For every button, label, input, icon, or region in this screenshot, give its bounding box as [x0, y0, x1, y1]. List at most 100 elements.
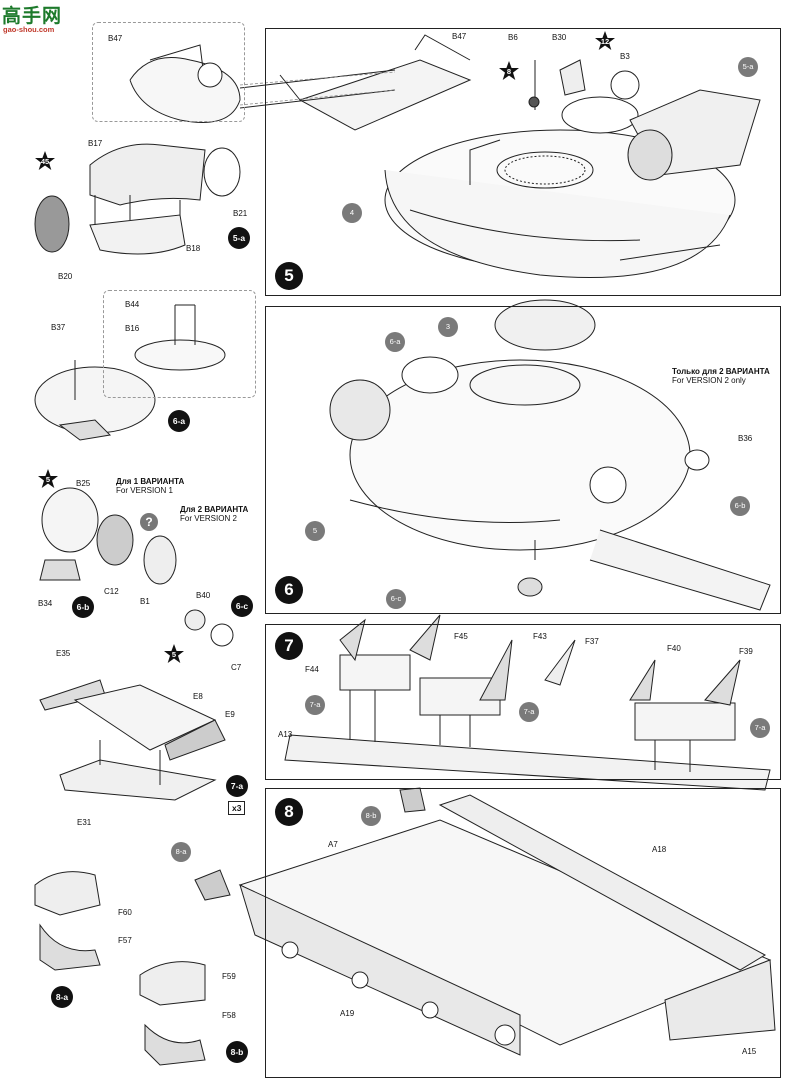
- callout-6c: 6-c: [386, 589, 406, 609]
- subassembly-badge-8a: 8-a: [51, 986, 73, 1008]
- part-label-B34: B34: [38, 599, 53, 608]
- part-label-F60: F60: [118, 908, 132, 917]
- callout-7a-right: 7-a: [750, 718, 770, 738]
- part-label-C12: C12: [104, 587, 119, 596]
- part-label-F40: F40: [667, 644, 681, 653]
- subassembly-6c-drawing: [184, 609, 234, 647]
- callout-7a-left: 7-a: [305, 695, 325, 715]
- part-label-B40: B40: [196, 591, 211, 600]
- subassembly-6a-drawing: [34, 304, 226, 441]
- part-label-F45: F45: [454, 632, 468, 641]
- step6-panel: [265, 306, 781, 614]
- callout-5a: 5-a: [738, 57, 758, 77]
- part-label-F59: F59: [222, 972, 236, 981]
- watermark-url: gao-shou.com: [3, 25, 55, 34]
- part-label-F57: F57: [118, 936, 132, 945]
- subassembly-8ab-drawing: [34, 871, 206, 1066]
- step6-turret-drawing: [329, 299, 771, 611]
- part-label-E35: E35: [56, 649, 71, 658]
- version1-note: Для 1 ВАРИАНТА For VERSION 1: [116, 477, 184, 495]
- part-label-E8: E8: [193, 692, 203, 701]
- part-label-F58: F58: [222, 1011, 236, 1020]
- star-marker-45-label: 45: [40, 157, 50, 166]
- part-label-A7: A7: [328, 840, 338, 849]
- step-number-6: 6: [275, 576, 303, 604]
- step-number-5: 5: [275, 262, 303, 290]
- callout-5: 5: [305, 521, 325, 541]
- part-label-B3: B3: [620, 52, 630, 61]
- part-label-A15: A15: [742, 1047, 757, 1056]
- step7-drawing: [284, 614, 771, 791]
- part-label-B44: B44: [125, 300, 140, 309]
- subassembly-5a-drawing: [34, 143, 241, 255]
- part-label-B21: B21: [233, 209, 248, 218]
- version2-en: For VERSION 2: [180, 514, 237, 523]
- multiplier-badge: x3: [228, 801, 246, 815]
- subassembly-badge-6c: 6-c: [231, 595, 253, 617]
- star-marker-5-upper-label: 5: [45, 475, 51, 484]
- step-number-8: 8: [275, 798, 303, 826]
- part-label-B25: B25: [76, 479, 91, 488]
- step5-turret-drawing: [279, 34, 761, 278]
- subassembly-badge-8b: 8-b: [226, 1041, 248, 1063]
- site-watermark-logo: 高手网 gao-shou.com: [0, 0, 78, 38]
- star-marker-45: 45: [34, 150, 56, 172]
- part-label-B1: B1: [140, 597, 150, 606]
- step-number-7: 7: [275, 632, 303, 660]
- star-marker-8-label: 8: [506, 67, 512, 76]
- subassembly-7a-drawing: [39, 679, 226, 801]
- part-label-F39: F39: [739, 647, 753, 656]
- star-marker-5-upper: 5: [37, 468, 59, 490]
- subassembly-badge-5a: 5-a: [228, 227, 250, 249]
- part-label-F43: F43: [533, 632, 547, 641]
- callout-4: 4: [342, 203, 362, 223]
- step6a-detail-inset: [103, 290, 256, 398]
- step5-detail-inset: [92, 22, 245, 122]
- part-label-B20: B20: [58, 272, 73, 281]
- version1-en: For VERSION 1: [116, 486, 173, 495]
- step5-panel: [265, 28, 781, 296]
- step8-panel: [265, 788, 781, 1078]
- part-label-A19: A19: [340, 1009, 355, 1018]
- callout-8a: 8-a: [171, 842, 191, 862]
- part-label-F37: F37: [585, 637, 599, 646]
- subassembly-6b-drawing: [39, 487, 177, 585]
- part-label-B30: B30: [552, 33, 567, 42]
- callout-6a: 6-a: [385, 332, 405, 352]
- part-label-B47-inset: B47: [108, 34, 123, 43]
- star-marker-8: 8: [498, 60, 520, 82]
- star-marker-12-label: 12: [600, 37, 610, 46]
- watermark-site-name: 高手网: [2, 5, 63, 27]
- part-label-B18: B18: [186, 244, 201, 253]
- version2-note: Для 2 ВАРИАНТА For VERSION 2: [180, 505, 248, 523]
- callout-7a-middle: 7-a: [519, 702, 539, 722]
- version2-ru: Для 2 ВАРИАНТА: [180, 505, 249, 514]
- callout-6b: 6-b: [730, 496, 750, 516]
- subassembly-badge-7a: 7-a: [226, 775, 248, 797]
- part-label-C7: C7: [231, 663, 242, 672]
- step7-panel: [265, 624, 781, 780]
- callout-3: 3: [438, 317, 458, 337]
- part-label-B37: B37: [51, 323, 66, 332]
- part-label-F44: F44: [305, 665, 319, 674]
- version2only-ru: Только для 2 ВАРИАНТА: [672, 367, 770, 376]
- version2only-note: Только для 2 ВАРИАНТА For VERSION 2 only: [672, 367, 770, 385]
- star-marker-5-lower-label: 5: [171, 650, 177, 659]
- version1-ru: Для 1 ВАРИАНТА: [116, 477, 185, 486]
- part-label-E9: E9: [225, 710, 235, 719]
- star-marker-12: 12: [594, 30, 616, 52]
- version2only-en: For VERSION 2 only: [672, 376, 746, 385]
- star-marker-5-lower: 5: [163, 643, 185, 665]
- callout-8b: 8-b: [361, 806, 381, 826]
- part-label-B17: B17: [88, 139, 103, 148]
- question-mark-icon: ?: [140, 513, 158, 531]
- part-label-B47: B47: [452, 32, 467, 41]
- subassembly-badge-6a: 6-a: [168, 410, 190, 432]
- step8-hull-drawing: [194, 787, 776, 1056]
- part-label-B6: B6: [508, 33, 518, 42]
- part-label-E31: E31: [77, 818, 92, 827]
- part-label-B16: B16: [125, 324, 140, 333]
- subassembly-badge-6b: 6-b: [72, 596, 94, 618]
- part-label-A18: A18: [652, 845, 667, 854]
